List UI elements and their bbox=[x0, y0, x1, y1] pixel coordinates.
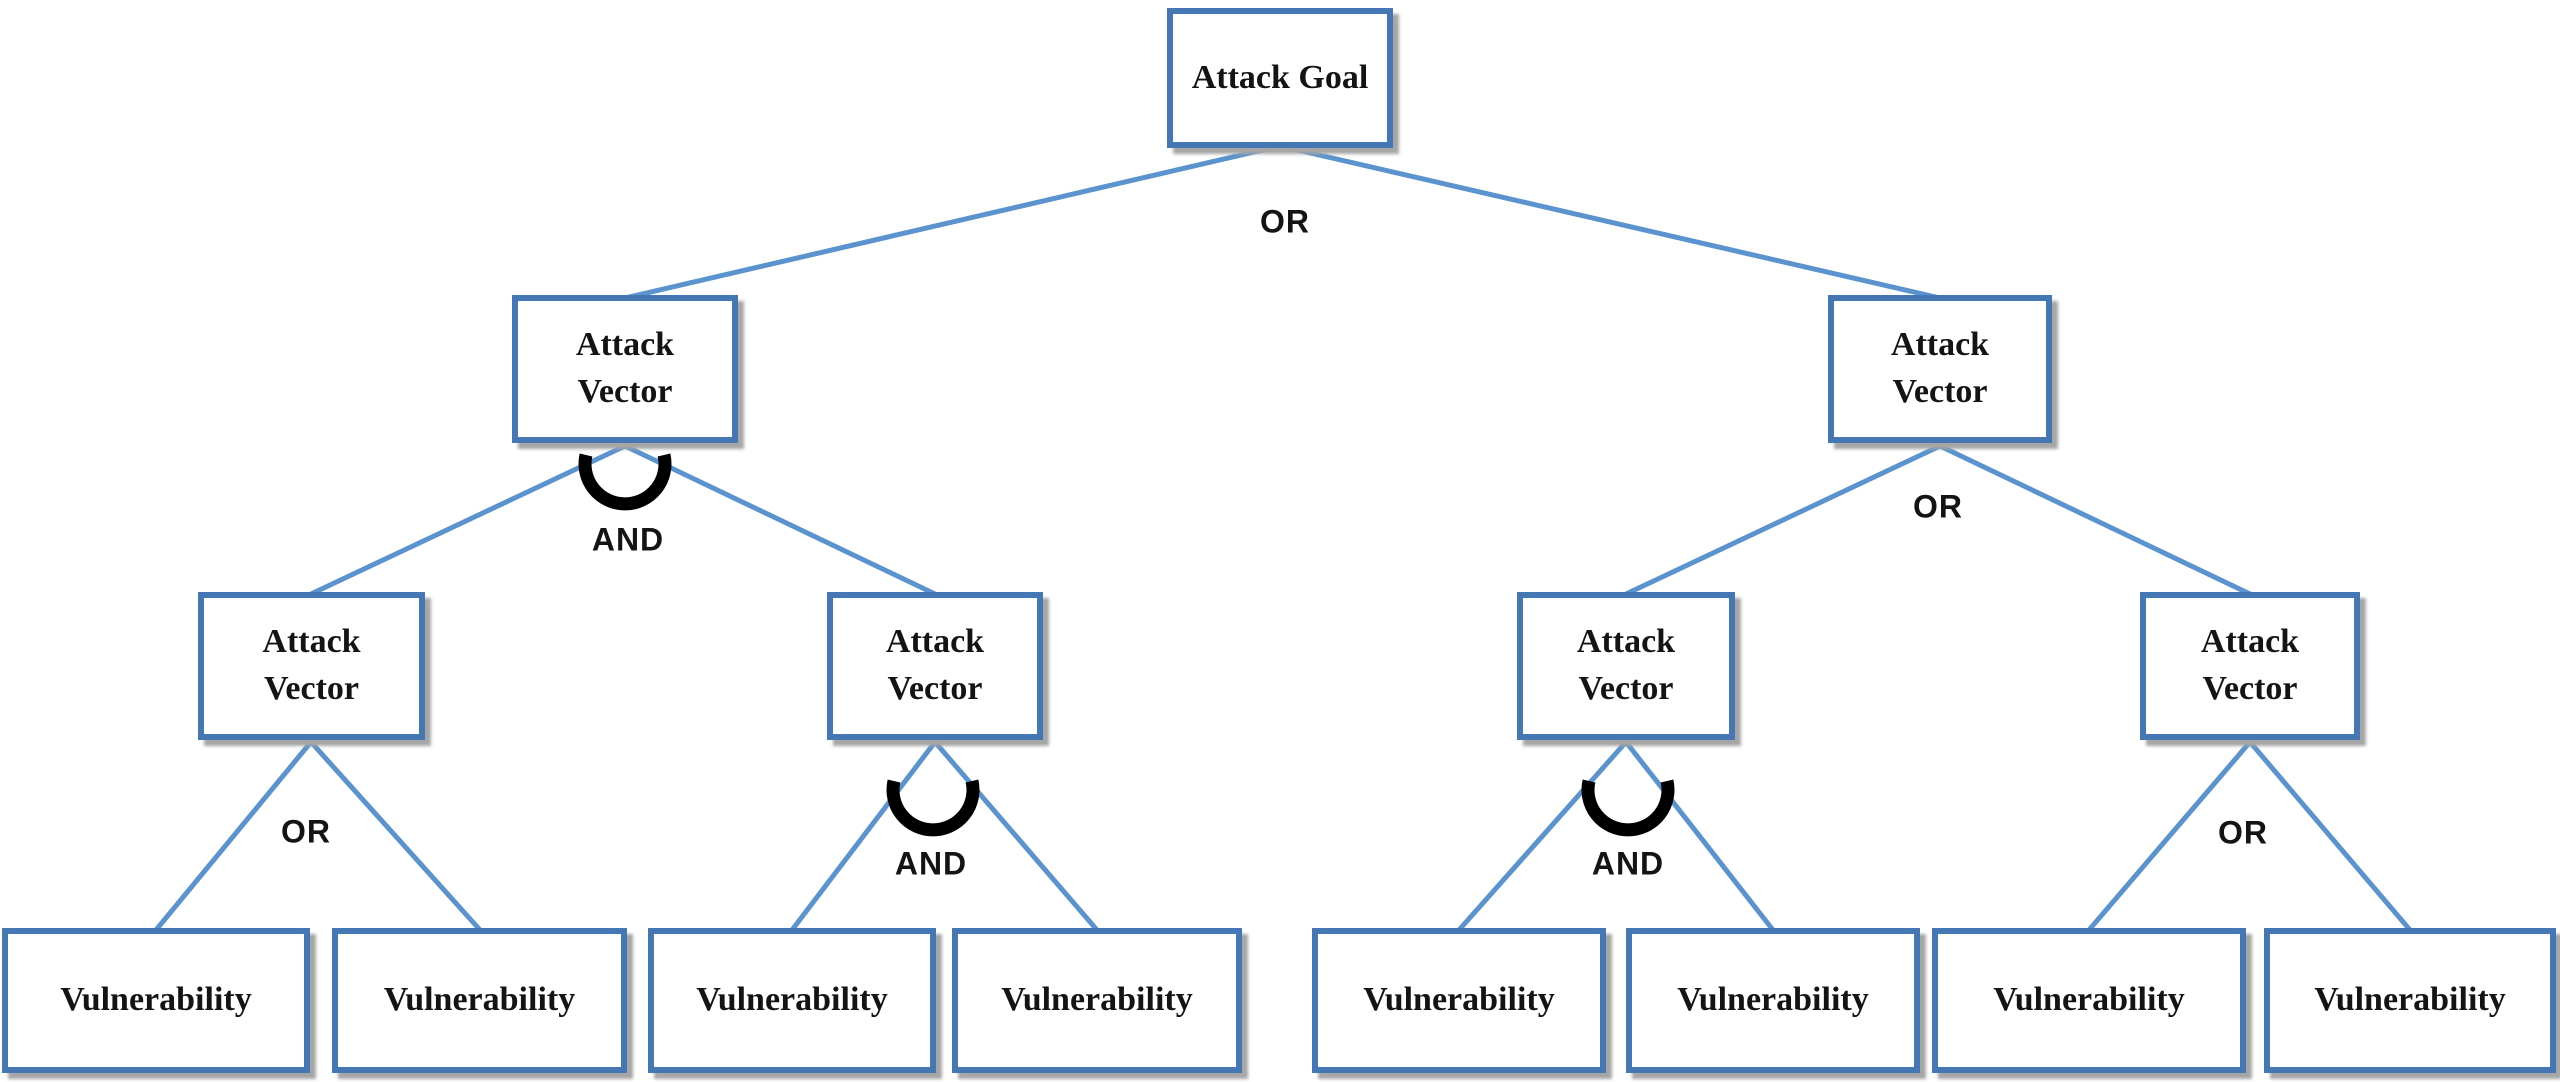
tree-edge bbox=[1456, 739, 1629, 933]
node-attack-vector-l3-3: Attack Vector bbox=[1517, 592, 1735, 740]
tree-edge bbox=[1623, 739, 1776, 933]
node-vulnerability-1: Vulnerability bbox=[2, 928, 310, 1073]
or-gate-label-root: OR bbox=[1260, 203, 1310, 240]
tree-edge bbox=[308, 739, 483, 933]
and-gate-arc bbox=[886, 779, 980, 837]
tree-edge bbox=[153, 739, 314, 933]
node-vulnerability-6: Vulnerability bbox=[1626, 928, 1920, 1073]
and-gate-label-l3-2: AND bbox=[894, 845, 968, 882]
tree-edge bbox=[2086, 739, 2253, 933]
node-attack-goal: Attack Goal bbox=[1167, 8, 1393, 148]
node-attack-vector-l3-1: Attack Vector bbox=[198, 592, 425, 740]
or-gate-label-l2-right: OR bbox=[1913, 488, 1963, 525]
and-gate-label-l3-3: AND bbox=[1591, 845, 1665, 882]
node-attack-vector-l3-2: Attack Vector bbox=[827, 592, 1043, 740]
tree-edge bbox=[789, 739, 938, 933]
and-gate-arc bbox=[1581, 779, 1675, 837]
tree-edge bbox=[1623, 443, 1943, 597]
and-gate-label-l2-left: AND bbox=[591, 521, 665, 558]
tree-edge bbox=[1277, 143, 1943, 301]
or-gate-label-l3-1: OR bbox=[281, 813, 331, 850]
node-vulnerability-2: Vulnerability bbox=[332, 928, 627, 1073]
tree-edge bbox=[2247, 739, 2413, 933]
node-attack-vector-l3-4: Attack Vector bbox=[2140, 592, 2360, 740]
tree-edge bbox=[622, 443, 938, 597]
node-vulnerability-3: Vulnerability bbox=[648, 928, 936, 1073]
node-vulnerability-8: Vulnerability bbox=[2264, 928, 2556, 1073]
node-vulnerability-7: Vulnerability bbox=[1932, 928, 2246, 1073]
node-attack-vector-l2-right: Attack Vector bbox=[1828, 295, 2052, 443]
tree-edge bbox=[932, 739, 1100, 933]
node-vulnerability-5: Vulnerability bbox=[1312, 928, 1606, 1073]
and-gate-arc bbox=[578, 453, 672, 511]
node-vulnerability-4: Vulnerability bbox=[952, 928, 1242, 1073]
tree-edge bbox=[308, 443, 628, 597]
tree-edge bbox=[622, 143, 1283, 301]
tree-edge bbox=[1937, 443, 2253, 597]
node-attack-vector-l2-left: Attack Vector bbox=[512, 295, 738, 443]
or-gate-label-l3-4: OR bbox=[2218, 814, 2268, 851]
